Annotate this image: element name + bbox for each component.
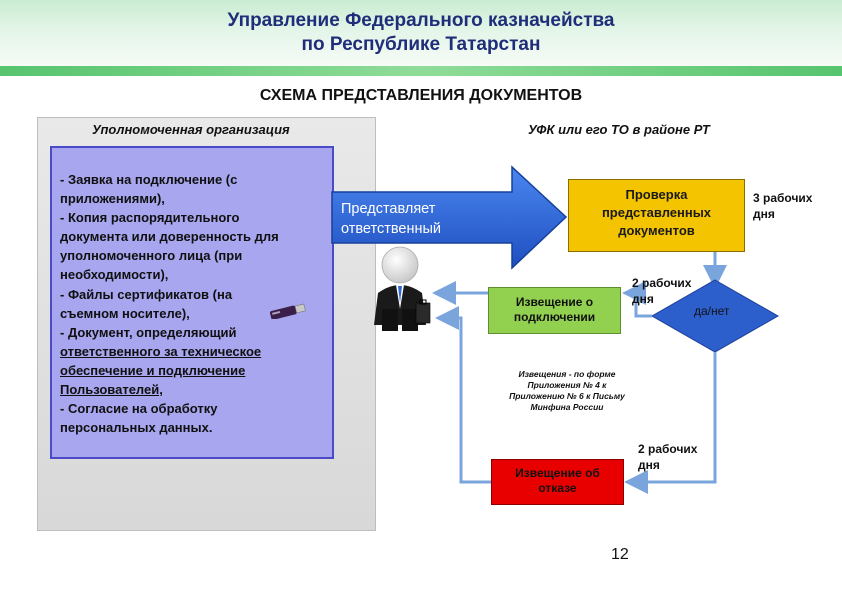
check-documents-box: Проверка представленных документов bbox=[568, 179, 745, 252]
document-line: приложениями), bbox=[60, 191, 165, 207]
form-note-line4: Минфина России bbox=[530, 402, 604, 412]
arrow-label-line1: Представляет bbox=[341, 201, 436, 217]
document-line: обеспечение и подключение bbox=[60, 362, 246, 378]
refusal-notice-box: Извещение об отказе bbox=[491, 459, 624, 505]
form-note: Извещения - по форме Приложения № 4 к Пр… bbox=[494, 369, 640, 413]
arrow-label: Представляет ответственный bbox=[341, 199, 491, 239]
refuse-period-line1: 2 рабочих bbox=[638, 442, 698, 456]
submit-arrow bbox=[331, 165, 568, 270]
page-number: 12 bbox=[611, 546, 629, 563]
connect-period-label: 2 рабочих дня bbox=[632, 275, 691, 307]
check-period-line1: 3 рабочих bbox=[753, 191, 813, 205]
document-line: Пользователей, bbox=[60, 382, 163, 398]
document-line: уполномоченного лица (при bbox=[60, 248, 243, 264]
header-title-line1: Управление Федерального казначейства bbox=[227, 10, 615, 31]
check-box-line1: Проверка bbox=[625, 187, 688, 202]
decision-label: да/нет bbox=[694, 304, 730, 318]
document-line: персональных данных. bbox=[60, 420, 213, 436]
document-line: съемном носителе), bbox=[60, 305, 190, 321]
form-note-line2: Приложения № 4 к bbox=[527, 380, 607, 390]
connection-notice-box: Извещение о подключении bbox=[488, 287, 621, 334]
check-box-line2: представленных bbox=[601, 205, 712, 220]
refuse-period-label: 2 рабочих дня bbox=[638, 441, 697, 473]
scheme-title: СХЕМА ПРЕДСТАВЛЕНИЯ ДОКУМЕНТОВ bbox=[259, 87, 583, 104]
organization-column-title: Уполномоченная организация bbox=[92, 122, 290, 137]
header-green-band bbox=[0, 66, 842, 76]
document-line: ответственного за техническое bbox=[60, 343, 262, 359]
check-period-label: 3 рабочих дня bbox=[753, 190, 812, 222]
businessman-icon bbox=[374, 246, 431, 331]
connect-period-line1: 2 рабочих bbox=[632, 276, 692, 290]
check-box-line3: документов bbox=[618, 223, 695, 238]
connection-notice-line2: подключении bbox=[513, 310, 596, 324]
documents-list-box: - Заявка на подключение (с приложениями)… bbox=[50, 146, 334, 459]
document-line: документа или доверенность для bbox=[60, 229, 279, 245]
refusal-notice-line1: Извещение об bbox=[515, 466, 600, 480]
header-title-line2: по Республике Татарстан bbox=[301, 34, 541, 55]
header-banner: Управление Федерального казначейства по … bbox=[0, 0, 842, 66]
refuse-period-line2: дня bbox=[638, 458, 660, 472]
form-note-line3: Приложению № 6 к Письму bbox=[509, 391, 625, 401]
usb-flash-drive-icon bbox=[269, 303, 306, 319]
document-line: - Файлы сертификатов (на bbox=[60, 286, 233, 302]
connect-period-line2: дня bbox=[632, 292, 654, 306]
document-line: необходимости), bbox=[60, 267, 169, 283]
connection-notice-line1: Извещение о bbox=[515, 295, 594, 309]
ufk-column-title: УФК или его ТО в районе РТ bbox=[528, 122, 710, 137]
document-line: - Согласие на обработку bbox=[60, 401, 218, 417]
form-note-line1: Извещения - по форме bbox=[518, 369, 616, 379]
document-line: - Документ, определяющий bbox=[60, 324, 237, 340]
arrow-label-line2: ответственный bbox=[341, 221, 442, 237]
document-line: - Копия распорядительного bbox=[60, 210, 240, 226]
check-period-line2: дня bbox=[753, 207, 775, 221]
refusal-notice-line2: отказе bbox=[538, 481, 577, 495]
document-line: - Заявка на подключение (с bbox=[60, 172, 238, 187]
